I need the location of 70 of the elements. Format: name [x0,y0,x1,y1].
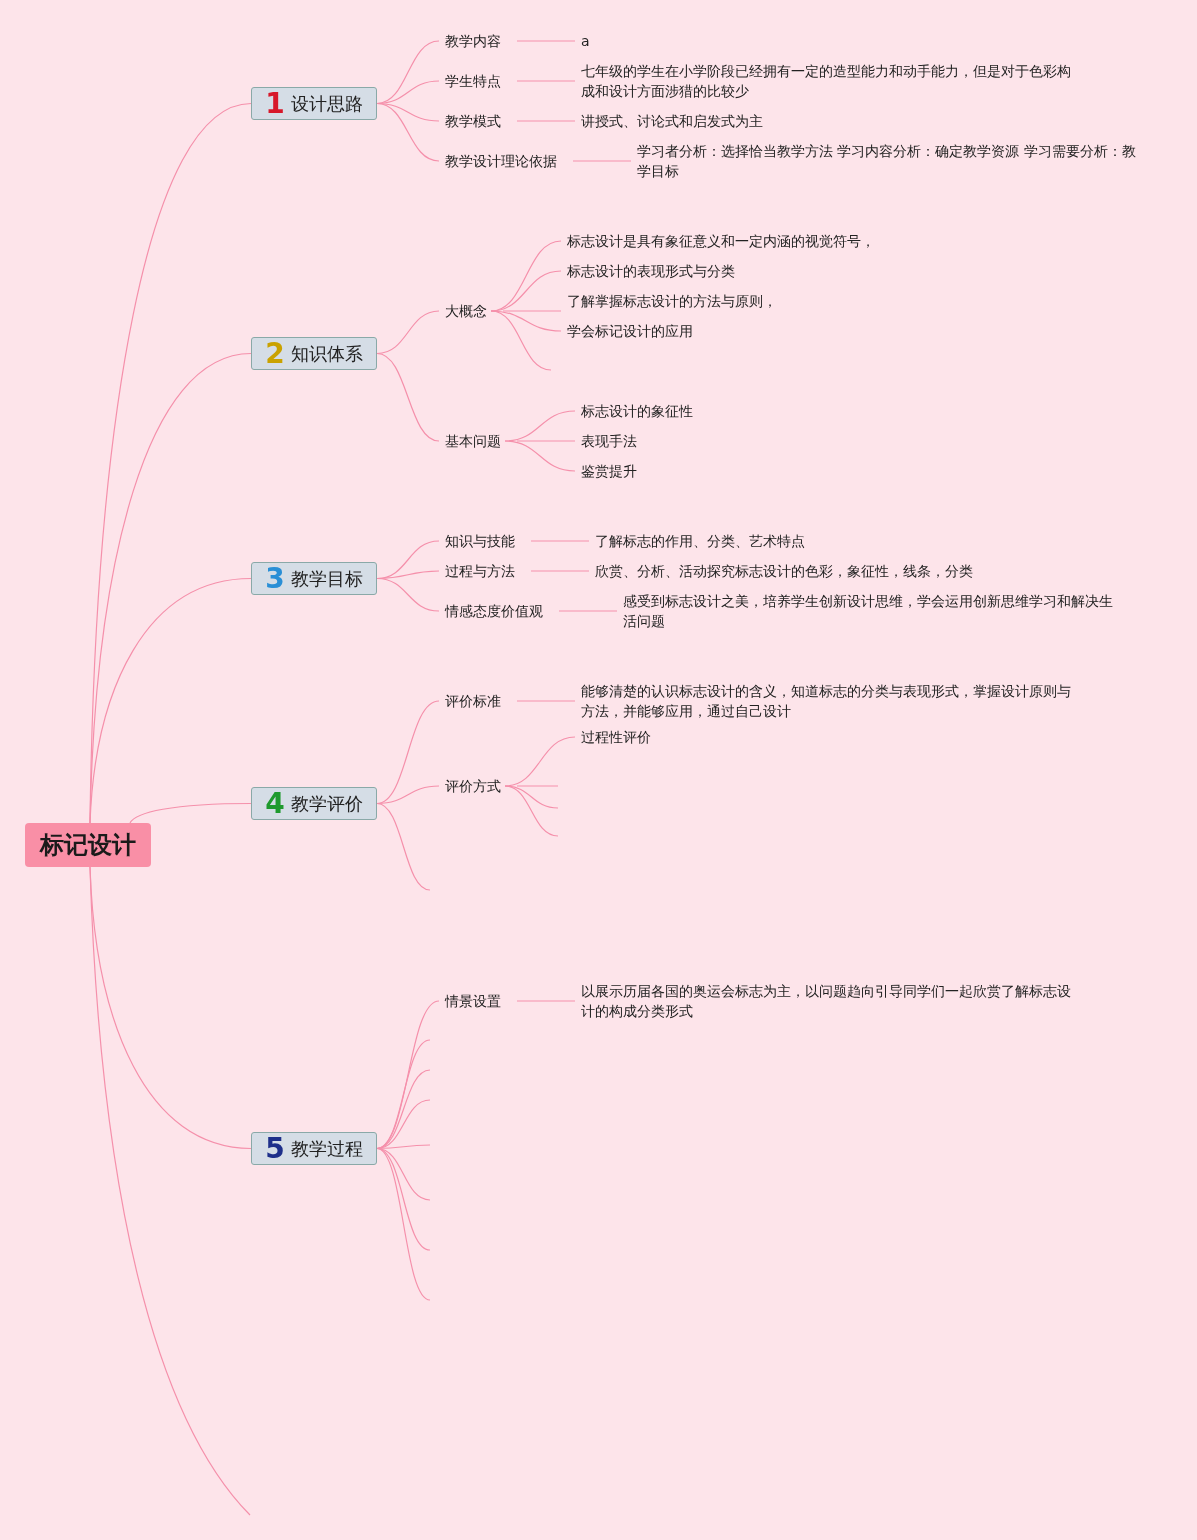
topic-label: 教学目标 [290,568,363,589]
detail-text: 过程性评价 [581,727,651,747]
topic-label: 教学评价 [290,793,363,814]
branch-line [89,577,252,824]
detail-text: 学会标记设计的应用 [567,321,693,341]
branch-line [490,310,552,371]
branch-line [516,700,576,702]
topic-label: 知识体系 [290,343,363,364]
detail-text: 标志设计是具有象征意义和一定内涵的视觉符号， [567,231,875,251]
branch-line [376,802,431,891]
branch-line [558,610,618,612]
topic-label: 教学过程 [290,1138,363,1159]
branch-line [530,540,590,542]
topic-label: 设计思路 [290,93,363,114]
detail-text: 学习者分析：选择恰当教学方法 学习内容分析：确定教学资源 学习需要分析：教学目标 [637,141,1137,181]
central-topic: 标记设计 [25,823,151,867]
priority-number: 2 [265,338,285,369]
branch-line [376,102,440,162]
branch-line [89,866,251,1516]
subtopic-label: 基本问题 [445,431,501,451]
branch-line [376,1069,431,1150]
topic-box [251,787,377,820]
detail-text: 感受到标志设计之美，培养学生创新设计思维，学会运用创新思维学习和解决生活问题 [623,591,1123,631]
detail-text: 欣赏、分析、活动探究标志设计的色彩，象征性，线条，分类 [595,561,973,581]
detail-text: 标志设计的象征性 [581,401,693,421]
branch-line [516,785,559,787]
branch-line [516,120,576,122]
branch-line [376,577,440,612]
branch-line [572,160,632,162]
branch-line [129,802,252,824]
branch-line [376,1147,431,1301]
detail-text: 了解标志的作用、分类、艺术特点 [595,531,805,551]
branch-line [376,352,440,442]
priority-number: 3 [265,563,285,594]
detail-text: 七年级的学生在小学阶段已经拥有一定的造型能力和动手能力，但是对于色彩构成和设计方面涉猎的比较少 [581,61,1081,101]
priority-number: 1 [265,88,285,119]
topic-box [251,1132,377,1165]
subtopic-label: 评价方式 [445,776,501,796]
subtopic-label: 教学模式 [445,111,501,131]
branch-line [516,80,576,82]
detail-text: 表现手法 [581,431,637,451]
branch-line [504,440,576,472]
detail-text: 讲授式、讨论式和启发式为主 [581,111,763,131]
subtopic-label: 情感态度价值观 [445,601,543,621]
detail-text: 能够清楚的认识标志设计的含义，知道标志的分类与表现形式，掌握设计原则与方法，并能够应用，通过自己设计 [581,681,1081,721]
branch-line [516,40,576,42]
branch-line [490,310,562,332]
subtopic-label: 大概念 [445,301,487,321]
branch-line [516,1000,576,1002]
subtopic-label: 学生特点 [445,71,501,91]
subtopic-label: 教学设计理论依据 [445,151,557,171]
branch-line [516,440,576,442]
subtopic-label: 过程与方法 [445,561,515,581]
detail-text: 鉴赏提升 [581,461,637,481]
priority-number: 5 [265,1133,285,1164]
topic-box [251,337,377,370]
detail-text: 了解掌握标志设计的方法与原则， [567,291,777,311]
priority-number: 4 [265,788,285,819]
subtopic-label: 评价标准 [445,691,501,711]
subtopic-label: 教学内容 [445,31,501,51]
branch-line [504,785,559,837]
detail-text: 以展示历届各国的奥运会标志为主，以问题趋向引导同学们一起欣赏了解标志设计的构成分类形式 [581,981,1081,1021]
topic-box [251,562,377,595]
subtopic-label: 情景设置 [445,991,501,1011]
branch-line [530,570,590,572]
topic-box [251,87,377,120]
detail-text: 标志设计的表现形式与分类 [567,261,735,281]
branch-line [502,310,562,312]
detail-text: a [581,31,590,51]
subtopic-label: 知识与技能 [445,531,515,551]
